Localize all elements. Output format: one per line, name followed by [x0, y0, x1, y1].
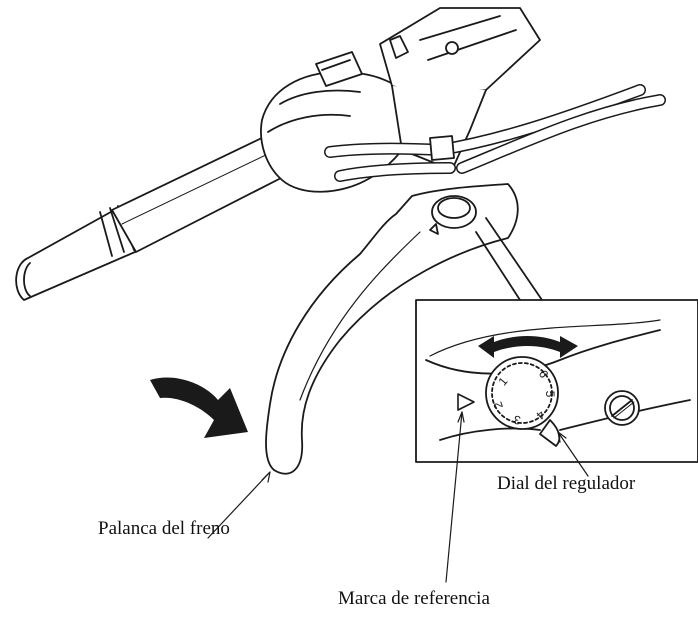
brake-hoses: [324, 84, 666, 182]
reference-mark-label: Marca de referencia: [338, 588, 490, 609]
brake-lever-label: Palanca del freno: [98, 518, 230, 539]
callout-line-right: [485, 217, 543, 301]
dial-number-5: 5: [543, 391, 557, 398]
leader-adjuster-dial: [557, 431, 589, 477]
triangle-mark-icon: [457, 393, 475, 411]
screw-icon: [604, 390, 640, 426]
dial-number-3: 3: [512, 412, 521, 427]
dial-number-2: 2: [490, 400, 506, 411]
adjuster-dial-detail: [485, 356, 561, 447]
leader-brake-lever: [207, 471, 271, 539]
double-curved-arrow-icon: [478, 336, 578, 358]
adjuster-dial-small: [431, 195, 477, 229]
curved-arrow-icon: [150, 377, 248, 438]
leader-reference-mark: [445, 411, 463, 583]
callout-line-left: [475, 231, 521, 301]
brake-lever: [265, 183, 519, 475]
adjuster-dial-label: Dial del regulador: [497, 473, 636, 494]
handlebar-grip: [15, 132, 294, 301]
